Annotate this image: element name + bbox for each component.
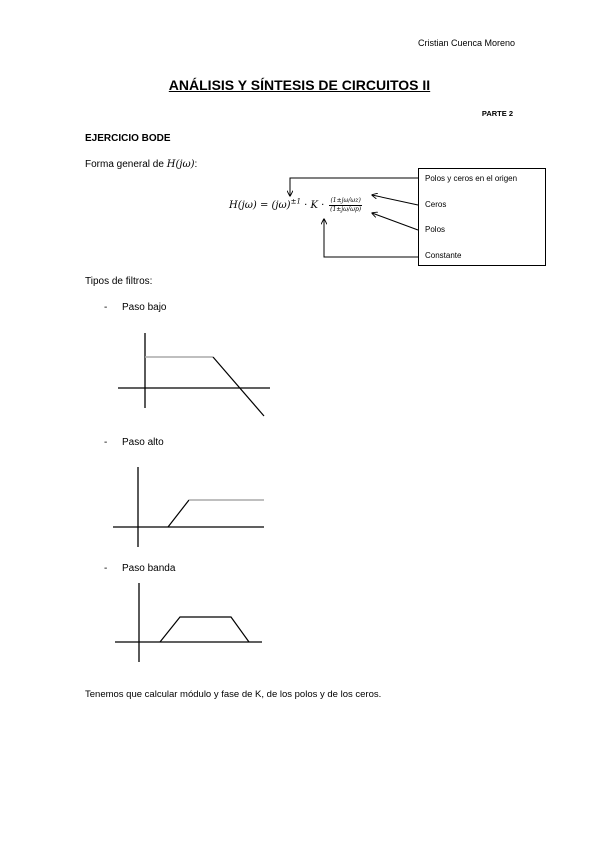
section-title: EJERCICIO BODE	[85, 133, 171, 144]
band-shape	[159, 616, 250, 643]
filter-label-paso-alto: Paso alto	[122, 437, 164, 448]
transfer-function-equation: H(jω) = (jω)±1 · K · (1±jω/ωz)(1±jω/ωp)	[229, 197, 362, 214]
legend-item-constante: Constante	[425, 251, 462, 260]
arrow-ceros	[372, 195, 419, 206]
equation-zeros-term: (1±jω/ωz)	[329, 197, 362, 206]
legend-item-origen: Polos y ceros en el origen	[425, 174, 518, 183]
filter-label-paso-bajo: Paso bajo	[122, 302, 167, 313]
equation-middle: · K ·	[300, 200, 328, 211]
equation-lhs: H(jω) = (jω)	[229, 200, 291, 211]
arrow-constante	[324, 219, 418, 258]
closing-sentence: Tenemos que calcular módulo y fase de K,…	[85, 689, 382, 700]
rise-line	[167, 499, 190, 528]
legend-item-ceros: Ceros	[425, 200, 447, 209]
legend-item-polos: Polos	[425, 225, 446, 234]
high-pass-graph	[113, 467, 264, 547]
low-pass-graph	[118, 333, 270, 417]
filter-label-paso-banda: Paso banda	[122, 563, 176, 574]
arrow-origen	[290, 177, 418, 196]
forma-general-label: Forma general de	[85, 159, 167, 170]
band-pass-graph	[115, 583, 262, 662]
equation-poles-term: (1±jω/ωp)	[330, 206, 362, 213]
equation-fraction: (1±jω/ωz)(1±jω/ωp)	[329, 197, 362, 214]
forma-general-symbol: H(jω)	[166, 159, 195, 170]
legend-box: Polos y ceros en el origen Ceros Polos C…	[418, 168, 546, 266]
arrow-polos	[372, 213, 419, 231]
rolloff-line	[212, 356, 265, 417]
bullet-dash: -	[104, 437, 108, 448]
forma-general-suffix: :	[194, 159, 198, 170]
author-name: Cristian Cuenca Moreno	[417, 38, 515, 48]
equation-exponent: ±1	[290, 197, 301, 206]
forma-general-line: Forma general de H(jω):	[85, 159, 197, 170]
filters-intro: Tipos de filtros:	[85, 276, 153, 287]
bullet-dash: -	[104, 563, 108, 574]
bullet-dash: -	[104, 302, 108, 313]
part-label: PARTE 2	[481, 109, 513, 118]
page-title: ANÁLISIS Y SÍNTESIS DE CIRCUITOS II	[168, 77, 431, 93]
